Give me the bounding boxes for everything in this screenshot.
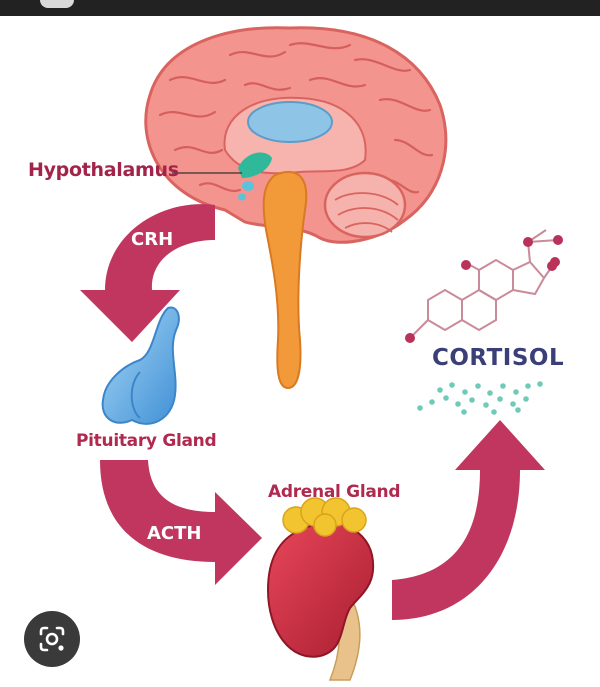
status-bar-notch xyxy=(40,0,74,8)
cortisol-molecule-icon xyxy=(409,229,559,339)
google-lens-icon xyxy=(39,626,65,652)
pituitary-gland-illustration xyxy=(101,306,180,425)
top-status-bar xyxy=(0,0,600,16)
pituitary-gland-label: Pituitary Gland xyxy=(76,431,217,451)
google-lens-button[interactable] xyxy=(24,611,80,667)
brain-illustration xyxy=(144,26,448,390)
crh-label: CRH xyxy=(131,229,174,250)
cortisol-label: CORTISOL xyxy=(432,345,565,371)
acth-label: ACTH xyxy=(147,523,202,544)
crh-arrow xyxy=(80,204,215,342)
hypothalamus-label: Hypothalamus xyxy=(28,159,179,181)
cortisol-particles xyxy=(417,381,543,415)
acth-arrow xyxy=(100,460,262,585)
molecule-atoms xyxy=(405,235,563,343)
adrenal-gland-label: Adrenal Gland xyxy=(268,482,401,502)
adrenal-kidney-illustration xyxy=(266,497,375,681)
cortisol-arrow xyxy=(392,420,545,620)
